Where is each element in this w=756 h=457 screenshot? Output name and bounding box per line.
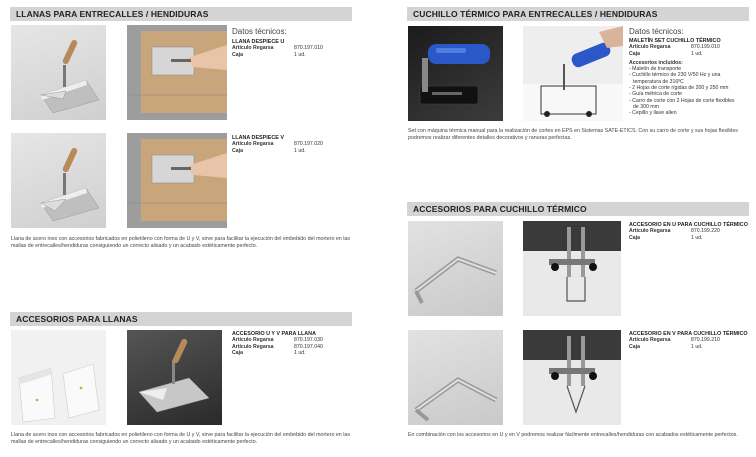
caja-value: 1 ud. <box>691 234 703 241</box>
accesorio-v-mounted-photo <box>523 330 621 425</box>
accesorio-item: de 300 mm <box>633 103 659 110</box>
caja-label: Caja <box>629 50 640 57</box>
cuchillo-description: Set con máquina térmica manual para la r… <box>408 128 738 142</box>
ref-value: 870.197.010 <box>294 45 323 52</box>
ref-label: Artículo Regarsa <box>629 228 671 235</box>
accesorios-incluidos-title: Accesorios incluidos: <box>629 59 683 66</box>
ref-label: Artículo Regarsa <box>629 44 671 51</box>
accesorio-item: - Carro de corte con 2 Hojas de corte fl… <box>629 97 735 104</box>
accesorio-item: - 2 Hojas de corte rígidas de 200 y 250 … <box>629 85 729 92</box>
ref-label: Artículo Regarsa <box>232 141 274 148</box>
section-header-llanas: LLANAS PARA ENTRECALLES / HENDIDURAS <box>10 7 352 21</box>
llana-v-product-photo <box>11 133 106 228</box>
datos-tecnicos-label: Datos técnicos: <box>629 27 684 36</box>
caja-value: 1 ud. <box>294 147 306 154</box>
caja-label: Caja <box>232 51 243 58</box>
accesorio-v-product-photo <box>408 330 503 425</box>
accesorios-llanas-description: Llana de acero inox con accesorios fabri… <box>11 432 350 446</box>
accesorio-v-specs: ACCESORIO EN V PARA CUCHILLO TÉRMICO Art… <box>629 331 754 350</box>
accesorio-item: - Cuchillo térmico de 230 V/50 Hz y una <box>629 72 721 79</box>
cuchillo-termico-photo <box>408 26 503 121</box>
ref-label: Artículo Regarsa <box>629 337 671 344</box>
ref-value: 870.199.220 <box>691 228 720 235</box>
ref-value-1: 870.197.030 <box>294 337 323 344</box>
llana-u-product-photo <box>11 25 106 120</box>
llana-v-specs: LLANA DESPIECE V Artículo Regarsa 870.197… <box>232 135 350 154</box>
ref-value: 870.199.210 <box>691 337 720 344</box>
caja-value: 1 ud. <box>691 50 703 57</box>
accesorio-u-product-photo <box>408 221 503 316</box>
accesorios-uv-product-photo <box>11 330 106 425</box>
accesorio-u-mounted-photo <box>523 221 621 316</box>
accesorios-cuchillo-description: En combinación con los accesorios en U y… <box>408 432 738 438</box>
accesorios-incluidos: Accesorios incluidos: - Maletín de trans… <box>629 60 751 117</box>
product-name: ACCESORIO EN U PARA CUCHILLO TÉRMICO <box>629 222 748 228</box>
caja-value: 1 ud. <box>294 51 306 58</box>
product-name: LLANA DESPIECE U <box>232 39 285 45</box>
ref-value: 870.199.010 <box>691 44 720 51</box>
accesorios-llana-specs: ACCESORIO U Y V PARA LLANA Artículo Rega… <box>232 331 350 356</box>
accesorio-item: - Maletín de transporte <box>629 66 682 73</box>
datos-tecnicos-label: Datos técnicos: <box>232 27 287 36</box>
section-header-cuchillo: CUCHILLO TÉRMICO PARA ENTRECALLES / HEND… <box>407 7 749 21</box>
ref-label: Artículo Regarsa <box>232 343 274 350</box>
section-header-accesorios-cuchillo: ACCESORIOS PARA CUCHILLO TÉRMICO <box>407 202 749 216</box>
ref-value-2: 870.197.040 <box>294 343 323 350</box>
caja-label: Caja <box>232 147 243 154</box>
caja-value: 1 ud. <box>294 349 306 356</box>
ref-label: Artículo Regarsa <box>232 45 274 52</box>
caja-label: Caja <box>232 349 243 356</box>
product-name: LLANA DESPIECE V <box>232 135 284 141</box>
ref-value: 870.197.020 <box>294 141 323 148</box>
ref-label: Artículo Regarsa <box>232 337 274 344</box>
accesorio-item: - Cepillo y llave allen <box>629 110 677 117</box>
llanas-description: Llana de acero inox con accesorios fabri… <box>11 236 350 250</box>
caja-value: 1 ud. <box>691 343 703 350</box>
product-name: MALETÍN SET CUCHILLO TÉRMICO <box>629 38 721 44</box>
accesorio-u-specs: ACCESORIO EN U PARA CUCHILLO TÉRMICO Art… <box>629 222 754 241</box>
accesorio-item: - Guía métrica de corte <box>629 91 683 98</box>
section-header-accesorios-llanas: ACCESORIOS PARA LLANAS <box>10 312 352 326</box>
product-name: ACCESORIO EN V PARA CUCHILLO TÉRMICO <box>629 331 748 337</box>
caja-label: Caja <box>629 343 640 350</box>
llana-u-specs: Datos técnicos: LLANA DESPIECE U Artícul… <box>232 27 350 58</box>
product-name: ACCESORIO U Y V PARA LLANA <box>232 331 316 337</box>
accesorio-item: temperatura de 316ºC <box>633 78 684 85</box>
llana-u-usage-photo <box>127 25 227 120</box>
llana-v-usage-photo <box>127 133 227 228</box>
cuchillo-specs: Datos técnicos: MALETÍN SET CUCHILLO TÉR… <box>629 27 751 117</box>
cuchillo-en-uso-photo <box>523 26 623 121</box>
caja-label: Caja <box>629 234 640 241</box>
accesorios-llana-mounted-photo <box>127 330 222 425</box>
